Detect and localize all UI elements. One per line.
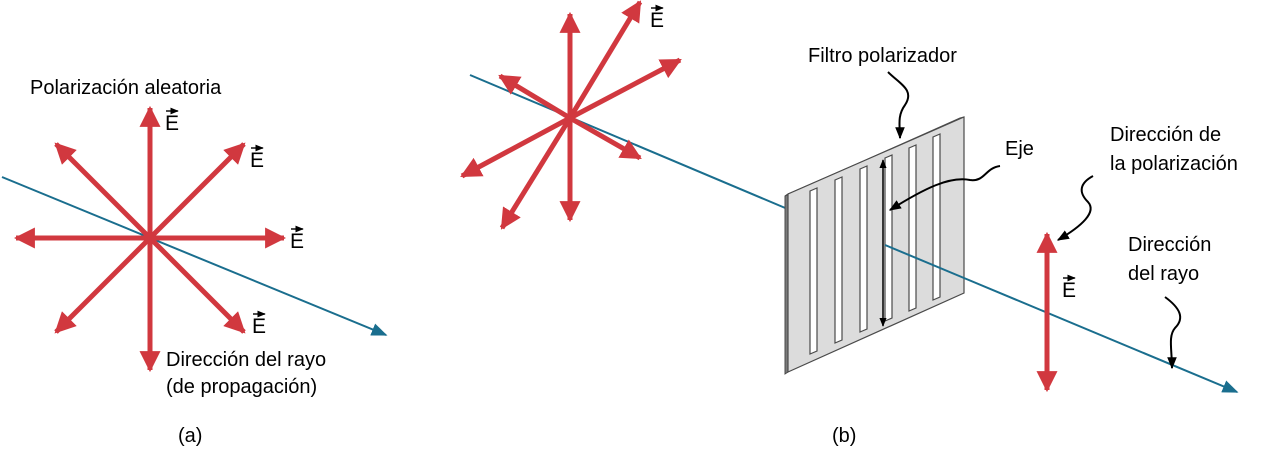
e-label-a-right: E [290, 225, 304, 253]
ray-direction-line-a [1, 176, 388, 336]
field-arrow-down-right [568, 115, 642, 161]
panel-b: E [460, 0, 1239, 447]
incoming-field-arrows [460, 0, 682, 230]
axis-label: Eje [1005, 138, 1034, 160]
filter-face [787, 116, 965, 373]
e-label-b-polarized: E [1062, 274, 1076, 302]
ray-line-through-filter [884, 244, 965, 279]
axis-label-leader [888, 165, 1001, 211]
e-symbol: E [250, 149, 264, 172]
field-arrow-up-left [498, 73, 572, 121]
caption-a: (a) [178, 425, 202, 447]
polarization-direction-label-line2: la polarización [1110, 153, 1238, 175]
ray-direction-label-b-line1: Dirección [1128, 234, 1211, 256]
e-symbol: E [650, 9, 664, 32]
field-arrow-down-left-steep [499, 116, 573, 230]
ray-direction-label-b-line2: del rayo [1128, 263, 1199, 285]
random-polarization-title: Polarización aleatoria [30, 77, 222, 99]
field-arrow-down-left [460, 115, 572, 179]
e-symbol: E [252, 315, 266, 338]
e-label-a-top: E [165, 107, 179, 135]
filter-label: Filtro polarizador [808, 45, 957, 67]
e-label-b-incoming: E [650, 4, 664, 32]
field-arrow-up-right-steep [567, 0, 643, 120]
panel-a: E E E E Polarización aleatoria Dirección… [1, 77, 388, 447]
ray-label-leader [1164, 296, 1182, 370]
e-label-a-upper-right: E [250, 144, 264, 172]
polarization-direction-label-line1: Dirección de [1110, 124, 1221, 146]
field-arrow-up-right [148, 142, 246, 240]
ray-line-incoming [469, 74, 791, 211]
field-arrow-down-right [148, 236, 246, 334]
filter-label-leader [887, 71, 910, 140]
e-symbol: E [290, 230, 304, 253]
random-field-arrows [13, 105, 287, 373]
polarizing-filter [784, 116, 965, 375]
e-symbol: E [165, 112, 179, 135]
e-label-a-lower-right: E [252, 310, 266, 338]
caption-b: (b) [832, 425, 856, 447]
ray-line-outgoing [963, 277, 1239, 393]
polarization-label-leader [1056, 175, 1094, 241]
field-arrow-up-left [54, 142, 152, 240]
ray-direction-label-a-line1: Dirección del rayo [166, 349, 326, 371]
filter-slits [809, 133, 941, 355]
ray-direction-label-a-line2: (de propagación) [166, 376, 317, 398]
e-symbol: E [1062, 279, 1076, 302]
field-arrow-up-right [568, 57, 682, 121]
field-arrow-down-left [54, 236, 152, 334]
